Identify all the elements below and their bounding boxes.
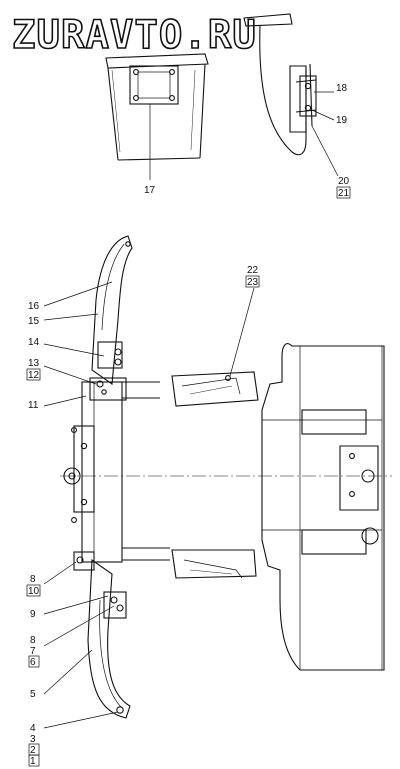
callout-18: 18 xyxy=(336,83,348,94)
callout-21: 21 xyxy=(338,188,350,199)
callout-20: 20 xyxy=(338,176,350,187)
callout-2: 2 xyxy=(30,745,36,756)
detail-view-top-right xyxy=(243,13,339,177)
bumper-assembly xyxy=(63,235,170,719)
callout-6: 6 xyxy=(30,657,36,668)
leader-8-10 xyxy=(43,561,77,585)
leader-5 xyxy=(43,649,93,695)
leader-lines xyxy=(43,281,255,729)
callout-16: 16 xyxy=(28,301,40,312)
leader-9 xyxy=(43,595,109,615)
cab-frame-section xyxy=(261,343,385,671)
bumper-beam xyxy=(81,381,123,563)
callout-8-upper: 8 xyxy=(30,574,36,585)
leader-22-23 xyxy=(229,287,255,377)
callout-8-lower: 8 xyxy=(30,635,36,646)
callout-15: 15 xyxy=(28,316,40,327)
callout-labels: 17 18 19 20 21 22 23 16 15 14 13 12 11 8… xyxy=(26,83,351,767)
callout-12: 12 xyxy=(28,370,40,381)
callout-17: 17 xyxy=(144,185,156,196)
callout-11: 11 xyxy=(28,400,39,411)
leader-11 xyxy=(43,395,87,407)
callout-3: 3 xyxy=(30,734,36,745)
leader-4 xyxy=(43,711,119,729)
callout-22: 22 xyxy=(247,265,259,276)
callout-13: 13 xyxy=(28,358,40,369)
bolt-bracket xyxy=(289,65,307,133)
callout-1: 1 xyxy=(30,756,36,767)
leader-15 xyxy=(43,313,99,321)
callout-9: 9 xyxy=(30,609,36,620)
callout-4: 4 xyxy=(30,723,36,734)
leader-16 xyxy=(43,281,113,307)
callout-14: 14 xyxy=(28,337,40,348)
mounting-plate xyxy=(129,65,179,105)
leader-13 xyxy=(43,365,97,385)
callout-19: 19 xyxy=(336,115,348,126)
leader-19 xyxy=(311,109,335,121)
callout-7: 7 xyxy=(30,646,36,657)
leader-20 xyxy=(311,125,339,177)
callout-10: 10 xyxy=(28,586,40,597)
callout-5: 5 xyxy=(30,689,36,700)
leader-14 xyxy=(43,343,105,357)
frame-rails xyxy=(171,371,259,579)
leader-8-7-6 xyxy=(43,605,115,647)
detail-view-top-left xyxy=(105,53,209,180)
callout-23: 23 xyxy=(247,277,259,288)
watermark: ZURAVTO.RU xyxy=(12,13,257,58)
